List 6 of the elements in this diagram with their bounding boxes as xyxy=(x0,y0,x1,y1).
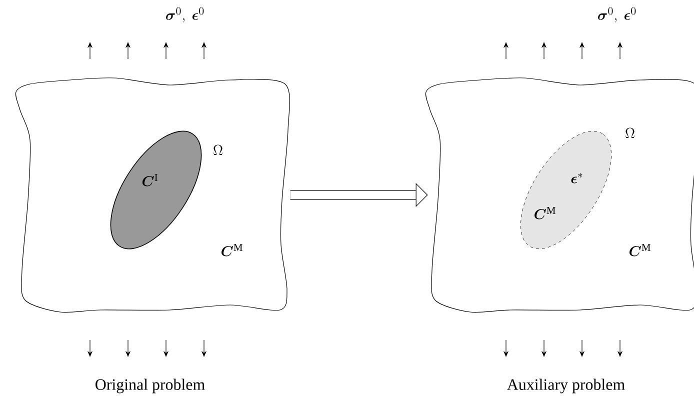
caption: Auxiliary problem xyxy=(507,378,625,394)
load-label: $\boldsymbol{\sigma}^{0},\ \boldsymbol{\epsilon}^{0}$ xyxy=(166,7,204,22)
region-label: $\Omega$ xyxy=(214,144,222,155)
caption: Original problem xyxy=(96,378,205,394)
region-label: $\Omega$ xyxy=(626,128,634,138)
load-label: $\boldsymbol{\sigma}^{0},\ \boldsymbol{\epsilon}^{0}$ xyxy=(598,7,636,22)
